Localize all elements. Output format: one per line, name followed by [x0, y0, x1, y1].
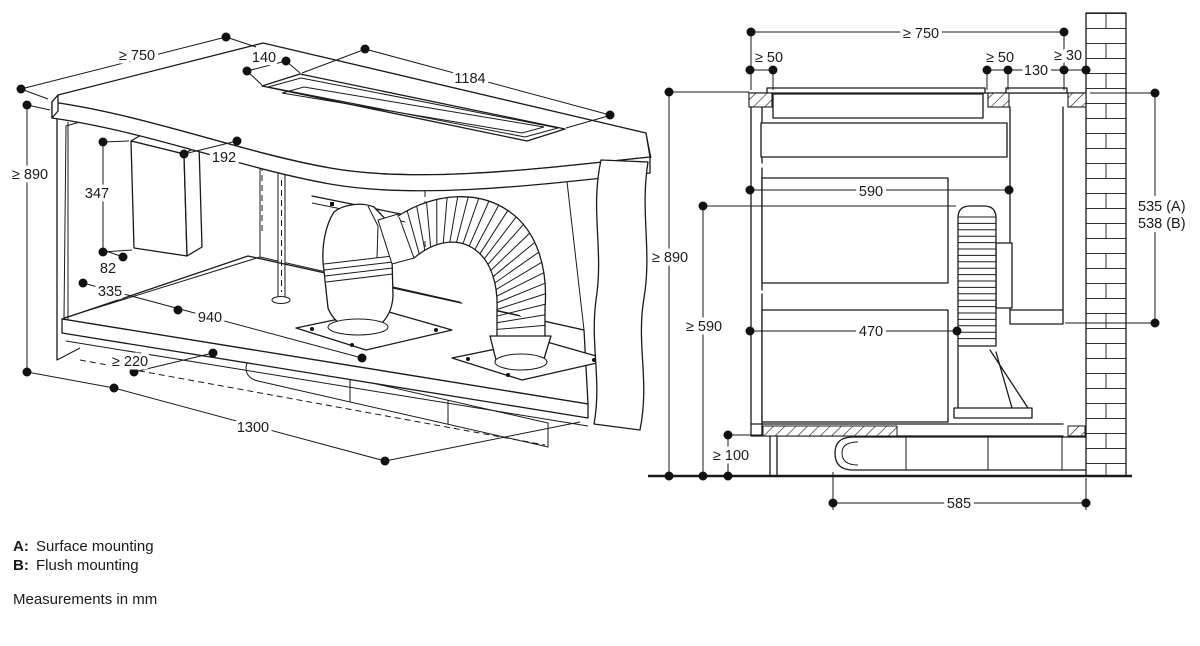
dim-label-slot-length: 1184 [454, 71, 485, 87]
upper-appliance-box [760, 122, 1008, 158]
dim-label-slot-width: 140 [252, 50, 276, 66]
worktop-hatch-left [748, 92, 773, 108]
base-flat-duct [834, 436, 1087, 471]
legend-b-text: Flush mounting [36, 557, 139, 574]
legend-b-label: B: [13, 557, 29, 574]
countertop [51, 42, 652, 192]
dim-label-clearance-min-section: ≥ 590 [686, 319, 722, 335]
dim-label-duct-run: 585 [947, 496, 971, 512]
dimension-dots-section [664, 27, 1160, 508]
legend-a-label: A: [13, 538, 29, 555]
hob-flange [766, 87, 986, 94]
dim-label-cutout-upper: 590 [859, 184, 883, 200]
vent-flange [1005, 87, 1068, 94]
dim-label-width-min: ≥ 750 [119, 48, 155, 64]
section-dimensions: ≥ 750 ≥ 50 ≥ 50 130 ≥ 30 590 470 ≥ 890 ≥… [648, 23, 1189, 516]
curved-side-panel [593, 159, 649, 431]
brick-wall [1085, 12, 1127, 477]
dim-label-depth-surface: 535 (A) [1138, 199, 1186, 215]
legend-a-text: Surface mounting [36, 538, 154, 555]
worktop-hatch-right [1067, 92, 1087, 108]
cabinet-bottom-hatch [762, 425, 898, 437]
lower-drawer-box [761, 309, 949, 423]
duct-connector [995, 242, 1013, 309]
iso-dimensions: ≥ 750 ≥ 890 140 1184 192 347 82 335 940 … [8, 32, 615, 466]
worktop-hatch-middle [987, 92, 1010, 108]
dim-label-wall-gap: ≥ 30 [1054, 48, 1082, 64]
clearance-dashed-line [79, 359, 546, 446]
dim-label-depth-min: ≥ 750 [903, 26, 939, 42]
dim-label-cutout-lower: 470 [859, 324, 883, 340]
vent-shaft [995, 106, 1064, 325]
section-view: ≥ 750 ≥ 50 ≥ 50 130 ≥ 30 590 470 ≥ 890 ≥… [648, 12, 1189, 516]
dim-label-shelf-depth: 940 [198, 310, 222, 326]
vent-slot [261, 73, 566, 142]
dim-label-depth-flush: 538 (B) [1138, 216, 1186, 232]
dim-label-depth-front: 335 [98, 284, 122, 300]
dim-label-height-min: ≥ 890 [12, 167, 48, 183]
cabinet-side-panel [56, 103, 81, 361]
blower-unit [322, 203, 395, 336]
legend: A: Surface mounting B: Flush mounting Me… [13, 538, 157, 608]
hob-body [772, 93, 984, 119]
dim-label-gap-left: ≥ 50 [755, 50, 783, 66]
control-box [130, 131, 203, 257]
dim-label-shelf-width: 1300 [237, 420, 269, 436]
flexible-duct-iso [377, 196, 552, 371]
plinth [769, 435, 778, 477]
isometric-view: ≥ 750 ≥ 890 140 1184 192 347 82 335 940 … [8, 32, 652, 466]
dim-label-box-height: 347 [85, 186, 109, 202]
blower-hood [953, 346, 1033, 419]
middle-drawer-box [761, 177, 949, 284]
shelf-front-band [61, 318, 589, 419]
dimension-dots [16, 32, 615, 466]
dim-label-gap-right: ≥ 50 [986, 50, 1014, 66]
cabinet-section [748, 87, 1087, 477]
dim-label-duct-shaft: 130 [1024, 63, 1048, 79]
dim-label-box-width: 192 [212, 150, 236, 166]
flexible-duct-section [957, 205, 997, 347]
duct-corrugation [406, 196, 546, 330]
intermediate-shelf [61, 255, 589, 427]
duct-corrugation-section [958, 216, 996, 340]
dim-label-clearance-min: ≥ 220 [112, 354, 148, 370]
cabinet-bottom-hatch-right [1067, 425, 1086, 437]
dim-label-height-min-section: ≥ 890 [652, 250, 688, 266]
dim-label-plinth-min: ≥ 100 [713, 448, 749, 464]
dim-label-box-gap: 82 [100, 261, 116, 277]
legend-note: Measurements in mm [13, 591, 157, 608]
